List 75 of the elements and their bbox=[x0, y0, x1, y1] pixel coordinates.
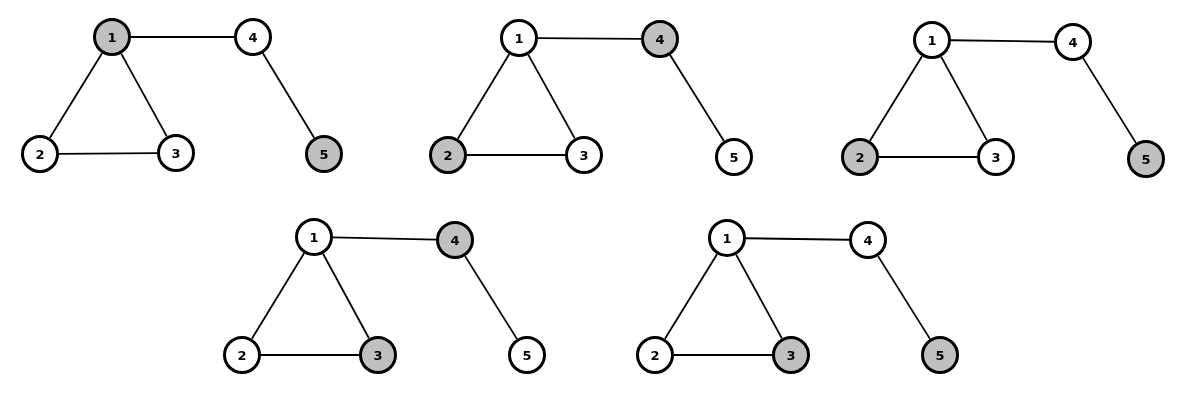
edge-line bbox=[527, 53, 576, 140]
graph-node-circle bbox=[359, 336, 397, 374]
node-number: 2 bbox=[855, 150, 865, 164]
node-number: 5 bbox=[319, 147, 329, 161]
node-number: 5 bbox=[729, 150, 739, 164]
edge-line bbox=[466, 154, 566, 156]
edge-line bbox=[664, 253, 718, 340]
node-number: 1 bbox=[107, 30, 117, 44]
graph-node-circle bbox=[21, 135, 59, 173]
edge-line bbox=[669, 54, 725, 142]
edge-line bbox=[456, 53, 511, 140]
node-number: 1 bbox=[927, 33, 937, 47]
edge-line bbox=[260, 354, 360, 356]
graph-node-circle bbox=[565, 136, 603, 174]
edge-line bbox=[58, 152, 158, 155]
graph-node-circle bbox=[708, 219, 746, 257]
graph-node-circle bbox=[715, 138, 753, 176]
node-number: 3 bbox=[991, 150, 1001, 164]
node-number: 4 bbox=[248, 30, 258, 44]
graph-node-circle bbox=[429, 136, 467, 174]
edge-line bbox=[332, 236, 437, 241]
graph-node-circle bbox=[157, 134, 195, 172]
node-number: 3 bbox=[786, 348, 796, 362]
edge-line bbox=[869, 55, 923, 142]
node-number: 3 bbox=[373, 348, 383, 362]
node-number: 2 bbox=[35, 147, 45, 161]
edge-line bbox=[130, 36, 235, 38]
node-number: 5 bbox=[522, 348, 532, 362]
node-number: 5 bbox=[935, 348, 945, 362]
edge-line bbox=[49, 52, 103, 139]
edge-line bbox=[950, 39, 1055, 43]
graph-node-circle bbox=[849, 221, 887, 259]
node-number: 2 bbox=[443, 148, 453, 162]
graph-node-circle bbox=[636, 336, 674, 374]
graph-node-circle bbox=[772, 336, 810, 374]
edge-line bbox=[1082, 57, 1137, 144]
graph-node-circle bbox=[436, 221, 474, 259]
edge-line bbox=[322, 252, 370, 340]
node-number: 1 bbox=[514, 31, 524, 45]
node-number: 4 bbox=[1068, 35, 1078, 49]
node-number: 4 bbox=[863, 233, 873, 247]
edge-line bbox=[735, 253, 783, 340]
edge-line bbox=[537, 37, 642, 40]
graph-node-circle bbox=[93, 18, 131, 56]
node-number: 1 bbox=[722, 231, 732, 245]
node-number: 3 bbox=[579, 148, 589, 162]
graph-node-circle bbox=[977, 138, 1015, 176]
edge-line bbox=[261, 52, 316, 139]
node-number: 4 bbox=[450, 233, 460, 247]
edge-line bbox=[251, 252, 305, 340]
node-number: 5 bbox=[1141, 152, 1151, 166]
node-number: 4 bbox=[655, 32, 665, 46]
edge-line bbox=[940, 55, 988, 142]
graph-node-circle bbox=[1054, 23, 1092, 61]
graph-node-circle bbox=[921, 336, 959, 374]
graph-node-circle bbox=[305, 135, 343, 173]
node-number: 1 bbox=[309, 230, 319, 244]
edge-line bbox=[877, 255, 931, 340]
node-number: 2 bbox=[650, 348, 660, 362]
node-number: 3 bbox=[171, 146, 181, 160]
edge-line bbox=[120, 52, 168, 138]
edge-line bbox=[464, 255, 518, 340]
graph-node-circle bbox=[508, 336, 546, 374]
graph-node-circle bbox=[1127, 140, 1165, 178]
node-number: 2 bbox=[237, 348, 247, 362]
graph-node-circle bbox=[841, 138, 879, 176]
edge-line bbox=[673, 354, 773, 356]
graph-node-circle bbox=[641, 20, 679, 58]
graph-node-circle bbox=[295, 218, 333, 256]
graph-node-circle bbox=[913, 21, 951, 59]
graph-node-circle bbox=[234, 18, 272, 56]
graph-node-circle bbox=[500, 19, 538, 57]
graph-node-circle bbox=[223, 336, 261, 374]
edge-line bbox=[745, 237, 850, 241]
edge-line bbox=[878, 156, 978, 158]
